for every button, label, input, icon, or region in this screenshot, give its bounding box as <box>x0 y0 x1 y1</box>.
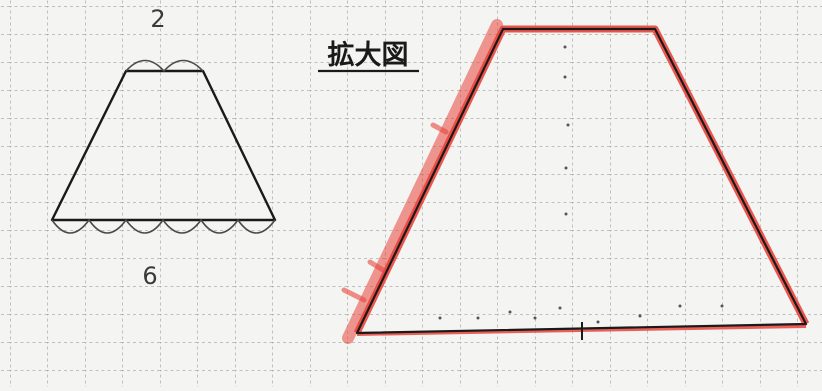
top-unit-arcs <box>125 59 204 73</box>
bottom-length-label: 6 <box>142 262 157 290</box>
enlarged-title: 拡大図 <box>318 40 419 73</box>
red-scribble-marks <box>341 122 449 303</box>
original-trapezoid: 2 6 <box>50 5 277 290</box>
top-length-label: 2 <box>150 5 165 33</box>
bottom-unit-arcs <box>51 218 276 234</box>
red-left-side-heavy <box>342 19 503 344</box>
enlarged-trapezoid <box>341 19 810 344</box>
pencil-dots <box>438 45 724 324</box>
enlarged-figure-title: 拡大図 <box>328 40 409 71</box>
enlarged-trapezoid-outline <box>355 27 808 335</box>
